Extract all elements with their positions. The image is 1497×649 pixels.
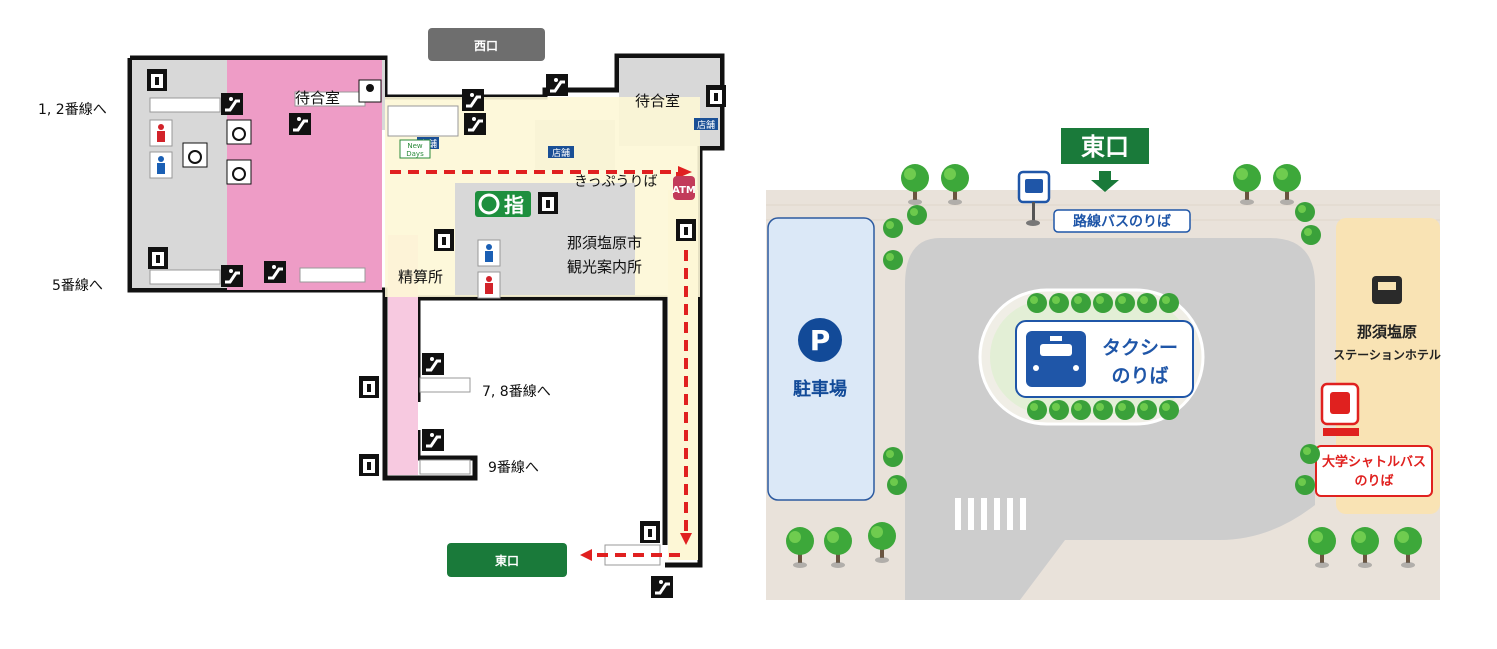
ticket-machine-icon: [538, 192, 558, 214]
atm-label: ATM: [672, 185, 696, 196]
svg-text:指: 指: [504, 193, 524, 217]
svg-text:New: New: [407, 142, 423, 150]
fare-adjustment-label: 精算所: [398, 268, 443, 286]
elevator-icon: [359, 454, 379, 476]
elevator-icon: [148, 247, 168, 269]
parking-icon: [798, 318, 842, 362]
escalator-icon: [262, 259, 288, 285]
west-exit-sign[interactable]: [428, 28, 545, 61]
escalator-icon: [219, 263, 245, 289]
bus-stop-label: 路線バスのりば: [1073, 213, 1171, 230]
atm-sign: [673, 176, 695, 200]
shop-label: 店舗: [552, 147, 570, 159]
east-plaza-map: P 駐車場 那須塩原 ステーションホテル: [766, 128, 1441, 600]
tourist-info-label: 那須塩原市: [567, 234, 642, 252]
escalator-icon: [460, 87, 486, 113]
escalator-icon: [462, 111, 488, 137]
svg-text:P: P: [810, 324, 831, 357]
elevator-icon: [147, 69, 167, 91]
escalator-icon: [544, 72, 570, 98]
taxi-label: のりば: [1111, 365, 1168, 387]
escalator-icon: [219, 91, 245, 117]
shuttle-bus-stop[interactable]: 大学シャトルバス のりば: [1315, 382, 1433, 497]
shuttle-label: のりば: [1354, 474, 1393, 489]
svg-text:Days: Days: [406, 150, 424, 158]
waiting-room-label: 待合室: [635, 92, 680, 110]
ticket-office-label: きっぷうりば: [574, 174, 657, 190]
escalator-icon: [420, 427, 446, 453]
elevator-icon: [676, 219, 696, 241]
ticket-machine-icon: [434, 229, 454, 251]
shop-label: 店舗: [697, 119, 715, 131]
reserved-ticket-sign: 指: [475, 191, 531, 217]
shuttle-label: 大学シャトルバス: [1322, 454, 1426, 470]
platform-9-label: 9番線へ: [488, 460, 539, 476]
taxi-icon: [1026, 331, 1086, 387]
station-floor-map: ATM 店舗 店舗 店舗 New Days 指 西口 東口 待合室 待合室 きっ…: [38, 28, 726, 600]
wheelchair-icon: [182, 79, 382, 185]
hotel-label: 那須塩原: [1357, 323, 1417, 341]
east-exit-banner[interactable]: [1061, 128, 1149, 164]
tourist-info-label: 観光案内所: [567, 258, 642, 276]
elevator-icon: [640, 521, 660, 543]
escalator-icon: [649, 574, 675, 600]
hotel-label: ステーションホテル: [1333, 348, 1441, 362]
taxi-stand[interactable]: タクシー のりば: [1015, 320, 1194, 398]
newdays-logo: New Days: [399, 139, 431, 159]
east-exit-label: 東口: [495, 553, 519, 568]
elevator-icon: [706, 85, 726, 107]
west-exit-label: 西口: [474, 39, 498, 53]
down-arrow-icon: [1091, 171, 1119, 192]
east-exit-sign[interactable]: [447, 543, 567, 577]
elevator-icon: [359, 376, 379, 398]
hotel-building[interactable]: [1336, 218, 1440, 514]
taxi-label: タクシー: [1102, 337, 1178, 359]
escalator-icon: [287, 111, 313, 137]
east-exit-banner-label: 東口: [1081, 133, 1129, 161]
parking-label: 駐車場: [793, 378, 847, 400]
waiting-room-label: 待合室: [295, 89, 340, 107]
platform-7-8-label: 7, 8番線へ: [482, 384, 551, 400]
platform-1-2-label: 1, 2番線へ: [38, 102, 107, 118]
platform-5-label: 5番線へ: [52, 278, 103, 294]
bus-stop[interactable]: 路線バスのりば: [1017, 170, 1191, 233]
escalator-icon: [420, 351, 446, 377]
